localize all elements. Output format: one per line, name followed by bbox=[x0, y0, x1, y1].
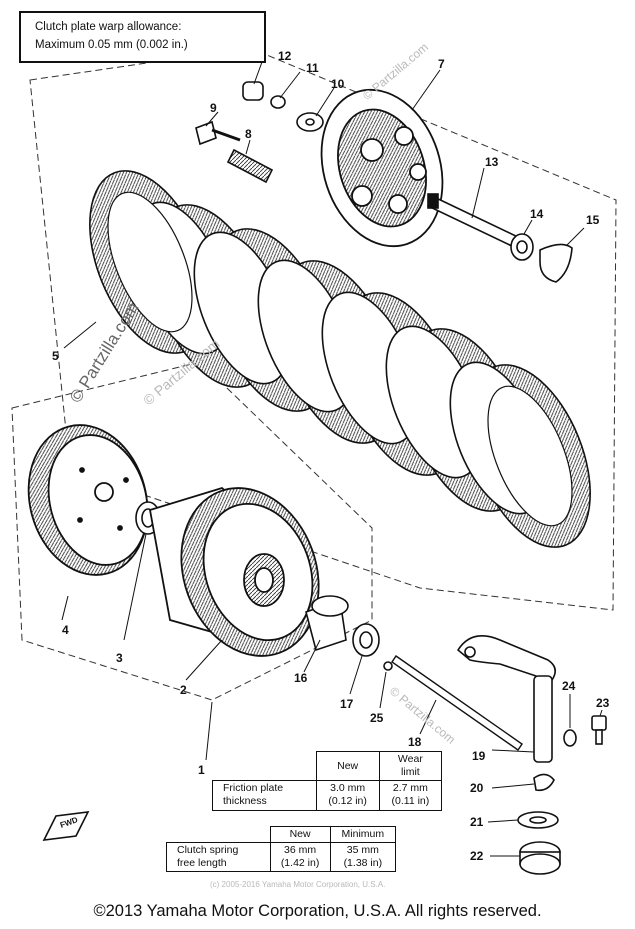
callout-13: 13 bbox=[485, 155, 499, 169]
callout-15: 15 bbox=[586, 213, 600, 227]
small-parts bbox=[517, 715, 607, 875]
friction-new-value: 3.0 mm (0.12 in) bbox=[315, 780, 380, 811]
callout-16: 16 bbox=[294, 671, 308, 685]
copyright-footer: ©2013 Yamaha Motor Corporation, U.S.A. A… bbox=[93, 902, 542, 920]
callout-24: 24 bbox=[562, 679, 576, 693]
bolt-spring-group bbox=[195, 81, 324, 184]
callout-21: 21 bbox=[470, 815, 484, 829]
push-lever bbox=[456, 634, 556, 763]
spacer-group bbox=[305, 595, 393, 671]
callout-2: 2 bbox=[180, 683, 187, 697]
push-rod-18 bbox=[391, 655, 523, 751]
small-copyright-watermark: (c) 2005-2016 Yamaha Motor Corporation, … bbox=[210, 880, 386, 889]
clutch-spring-table: New Minimum Clutch spring free length 36… bbox=[166, 825, 397, 873]
callout-3: 3 bbox=[116, 651, 123, 665]
callout-22: 22 bbox=[470, 849, 484, 863]
friction-limit-value: 2.7 mm (0.11 in) bbox=[378, 780, 443, 811]
spring-row-label: Clutch spring free length bbox=[166, 842, 271, 873]
friction-header-new: New bbox=[315, 750, 380, 782]
clutch-boss bbox=[27, 424, 149, 576]
callout-10: 10 bbox=[331, 77, 345, 91]
callout-18: 18 bbox=[408, 735, 422, 749]
clutch-housing bbox=[148, 486, 320, 657]
note-line-1: Clutch plate warp allowance: bbox=[35, 21, 182, 33]
fwd-arrow-icon bbox=[42, 811, 90, 841]
friction-plate-table: New Wear limit Friction plate thickness … bbox=[212, 750, 443, 811]
callout-20: 20 bbox=[470, 781, 484, 795]
pressure-plate bbox=[320, 88, 444, 248]
spring-min-value: 35 mm (1.38 in) bbox=[329, 842, 397, 873]
warp-allowance-note: Clutch plate warp allowance: Maximum 0.0… bbox=[19, 11, 266, 63]
push-rod-assembly bbox=[426, 193, 573, 283]
callout-19: 19 bbox=[472, 749, 486, 763]
callout-5: 5 bbox=[52, 349, 59, 363]
spring-header-min: Minimum bbox=[329, 825, 397, 844]
callout-1: 1 bbox=[198, 763, 205, 777]
callout-8: 8 bbox=[245, 127, 252, 141]
callout-7: 7 bbox=[438, 57, 445, 71]
leader-lines bbox=[61, 61, 603, 857]
callout-23: 23 bbox=[596, 696, 610, 710]
spring-new-value: 36 mm (1.42 in) bbox=[269, 842, 331, 873]
friction-header-limit: Wear limit bbox=[378, 750, 443, 782]
callout-11: 11 bbox=[306, 61, 319, 75]
callout-4: 4 bbox=[62, 623, 69, 637]
callout-12: 12 bbox=[278, 49, 292, 63]
callout-14: 14 bbox=[530, 207, 544, 221]
note-line-2: Maximum 0.05 mm (0.002 in.) bbox=[35, 39, 188, 51]
callout-9: 9 bbox=[210, 101, 217, 115]
callout-17: 17 bbox=[340, 697, 354, 711]
callout-25: 25 bbox=[370, 711, 384, 725]
spring-header-new: New bbox=[269, 825, 331, 844]
friction-row-label: Friction plate thickness bbox=[212, 780, 317, 811]
